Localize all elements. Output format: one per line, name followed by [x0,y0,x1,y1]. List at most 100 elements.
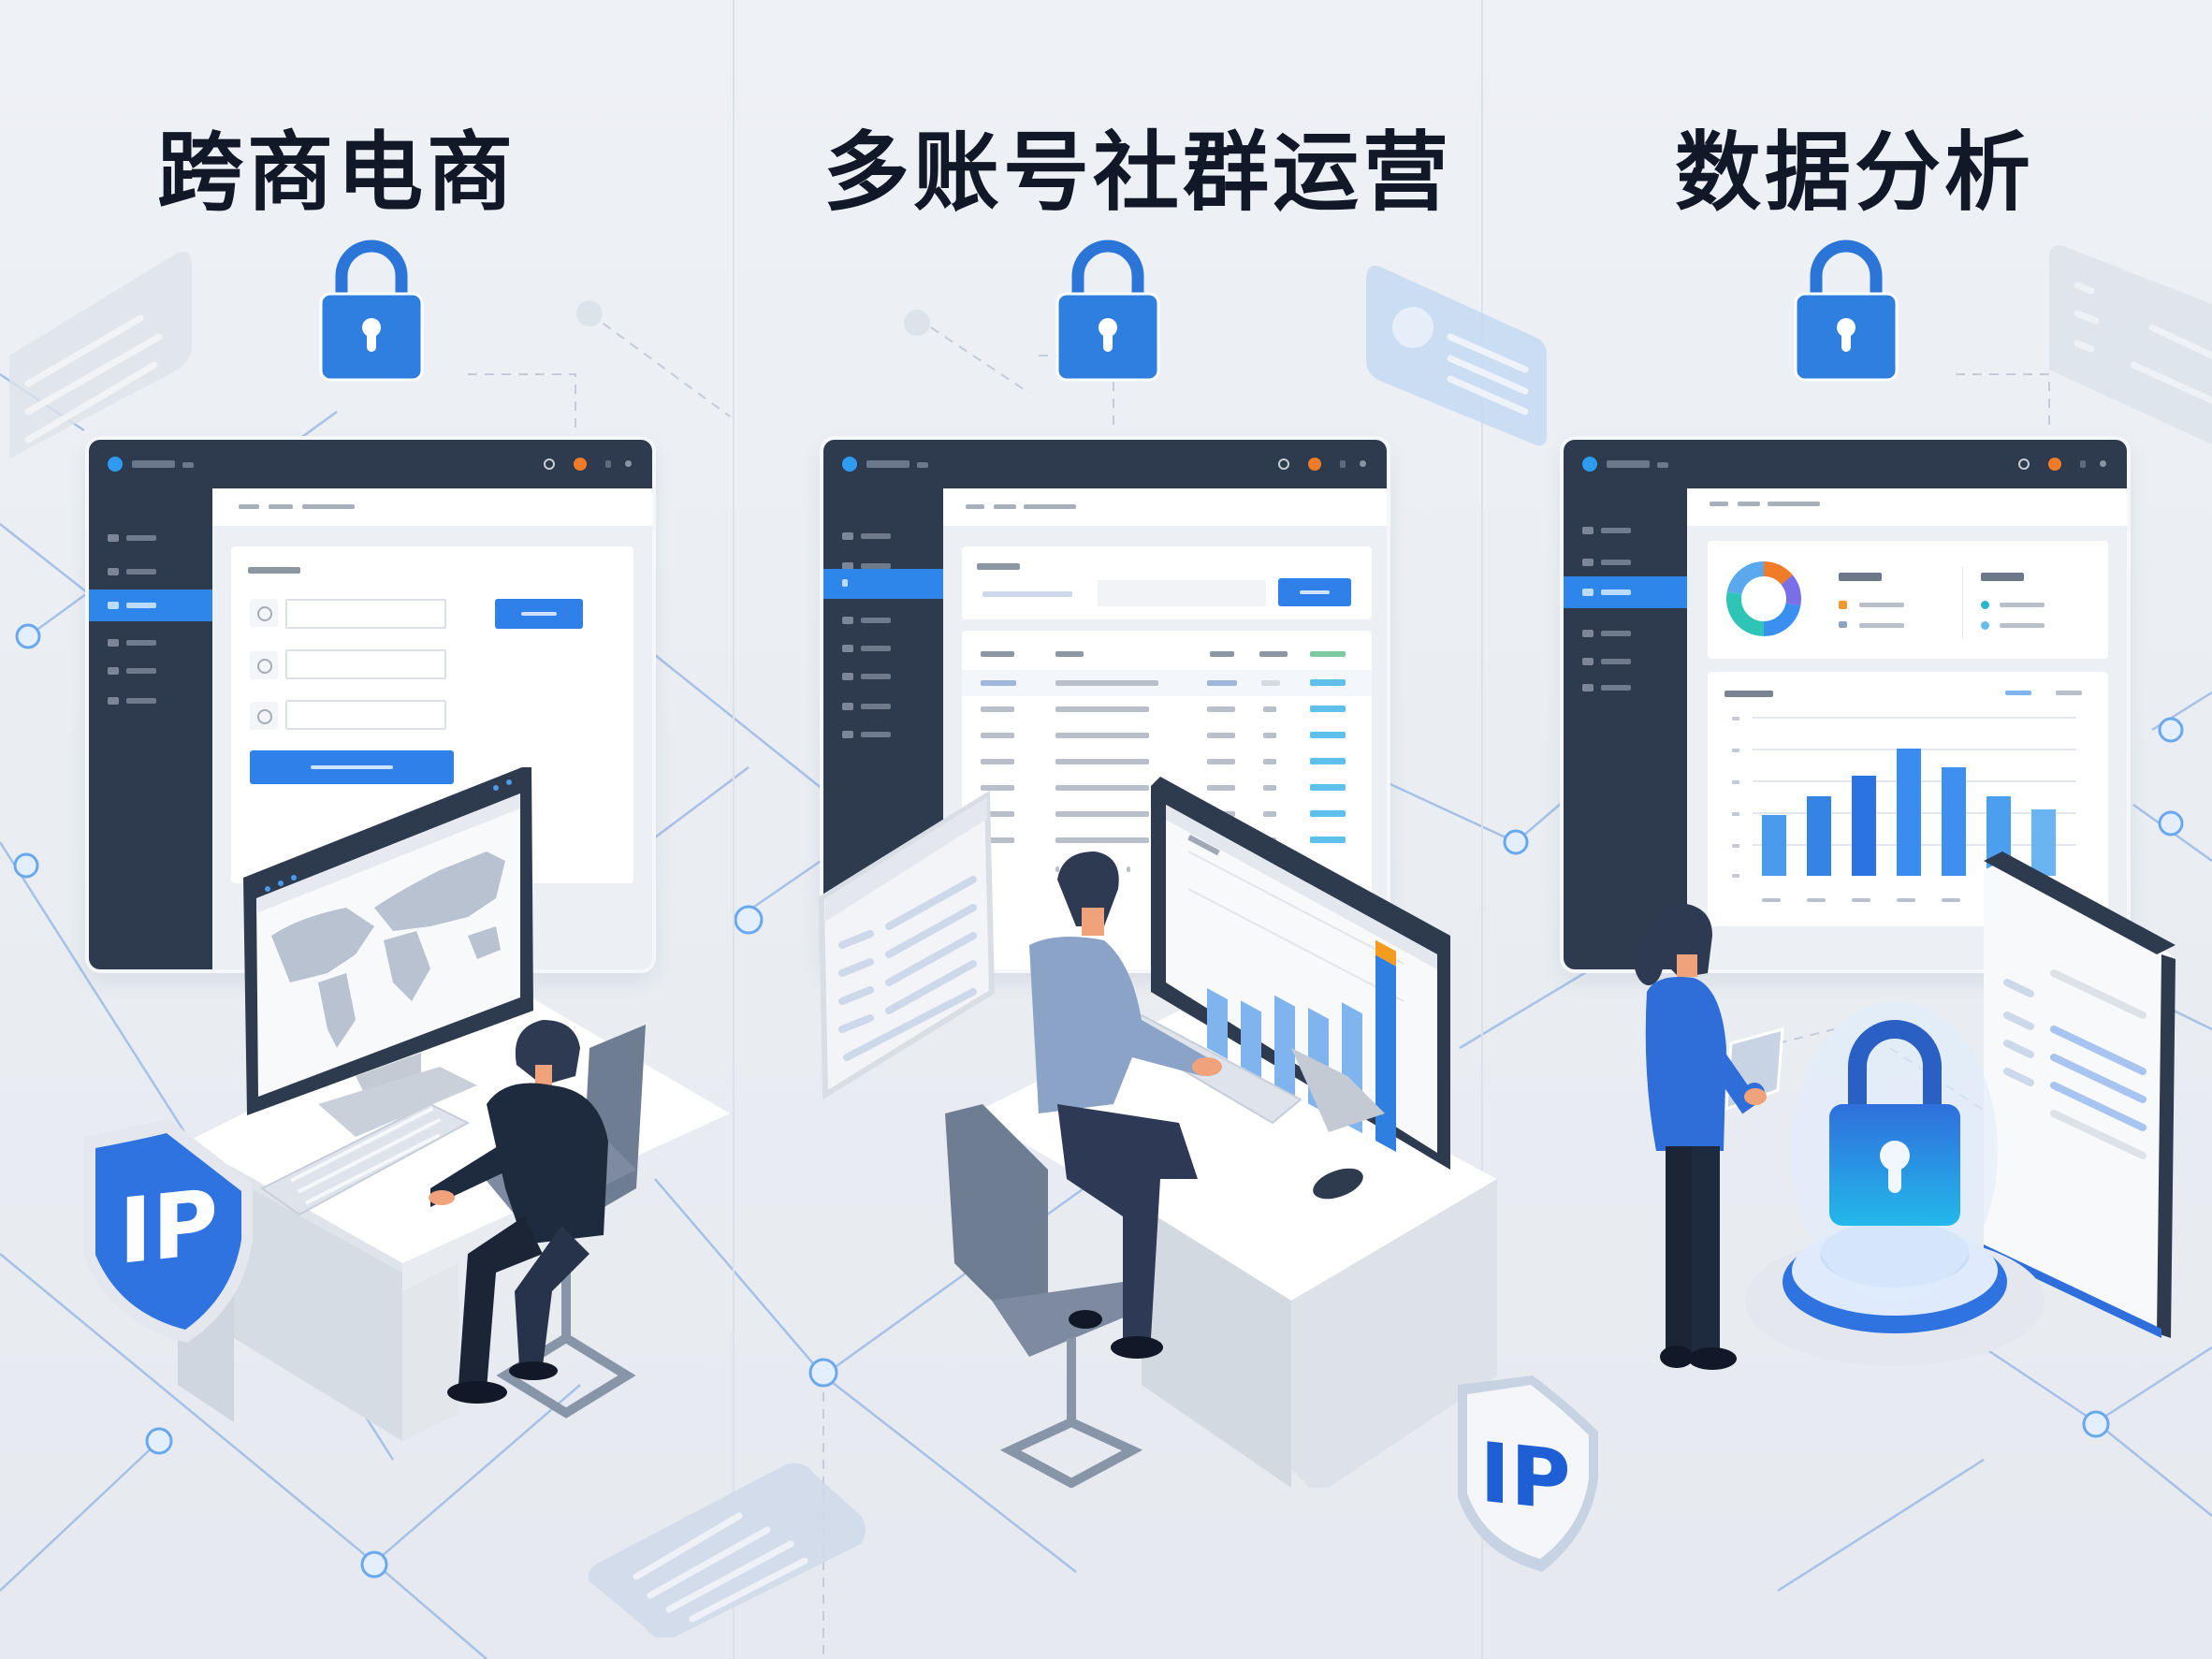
sidebar-item[interactable] [823,552,947,580]
app-logo-icon [842,457,857,472]
sidebar-label [861,704,891,709]
form-field[interactable] [285,649,446,679]
sidebar-item[interactable] [823,692,947,720]
sidebar-icon [108,697,119,705]
cell [1055,785,1149,791]
breadcrumb-item[interactable] [994,504,1016,509]
dashboard-topbar [1564,440,2127,488]
form-field[interactable] [285,599,446,629]
sidebar-icon [1582,630,1594,637]
y-tick [1732,717,1739,720]
sidebar-item-active[interactable] [1564,576,1687,608]
y-tick [1732,874,1739,878]
status-badge [1310,837,1346,843]
sidebar-icon [1582,559,1594,566]
submit-button[interactable] [250,750,454,784]
app-name [1607,460,1650,468]
sidebar-item[interactable] [1564,517,1687,545]
column-header [1259,651,1288,657]
page-link[interactable] [1055,866,1059,872]
side-action-button[interactable] [495,599,583,629]
sidebar-item[interactable] [89,524,212,552]
sidebar-item[interactable] [89,629,212,657]
table-row[interactable] [962,696,1372,722]
sidebar-label [1601,560,1631,565]
sidebar-item[interactable] [823,606,947,634]
cell [981,811,1014,817]
settings-icon[interactable] [544,458,555,470]
stat-heading [1839,573,1882,581]
app-logo-icon [108,457,123,472]
menu-icon[interactable] [1360,460,1366,467]
sidebar-item[interactable] [1564,648,1687,676]
avatar[interactable] [2048,458,2061,471]
sidebar-item[interactable] [89,687,212,715]
sidebar-icon [108,534,119,542]
sidebar-label [861,563,891,569]
chart-bar [1897,749,1921,876]
chart-bar [1852,775,1876,876]
menu-icon[interactable] [2100,460,2106,467]
table-header [962,642,1372,668]
search-label [982,591,1072,597]
sidebar-icon [842,731,853,738]
settings-icon[interactable] [1278,458,1289,470]
breadcrumb-item[interactable] [1710,502,1728,506]
page-link[interactable] [1127,866,1130,872]
breadcrumb-item[interactable] [966,504,984,509]
sidebar-icon [842,562,853,570]
sidebar-item[interactable] [89,558,212,586]
breadcrumb-item[interactable] [239,504,259,509]
avatar[interactable] [1308,458,1321,471]
sidebar-label [126,640,156,646]
menu-icon[interactable] [625,460,632,467]
avatar[interactable] [574,458,587,471]
sidebar-item[interactable] [823,522,947,550]
lock-small-icon [250,702,278,730]
breadcrumb-item[interactable] [269,504,293,509]
sidebar-label [126,569,156,575]
table-row[interactable] [962,749,1372,775]
settings-icon[interactable] [2018,458,2030,470]
sidebar-icon [108,639,119,647]
bars [1762,717,2080,876]
floating-doc-card [588,1463,866,1637]
table-row[interactable] [962,670,1372,696]
sidebar-icon [842,532,853,540]
chart-bar [1762,815,1786,876]
notification-icon[interactable] [1340,460,1346,468]
table-row[interactable] [962,775,1372,801]
legend-dot-lightblue [1981,621,1989,630]
notification-icon[interactable] [605,460,611,468]
sidebar-item[interactable] [89,657,212,685]
chart-bar [1807,796,1831,876]
cell [1263,733,1276,738]
notification-icon[interactable] [2080,460,2086,468]
sidebar-item[interactable] [823,720,947,749]
sidebar-icon [842,617,853,624]
cell [1055,759,1149,764]
sidebar-item[interactable] [1564,619,1687,648]
dashboard-topbar [89,440,652,488]
sidebar-label [1601,528,1631,533]
chart-title [1724,691,1773,697]
chart-tab[interactable] [2056,691,2082,695]
search-button[interactable] [1278,578,1351,606]
sidebar-item[interactable] [1564,674,1687,702]
chart-bar [1942,767,1966,876]
scene-data-analysis-security [1634,851,2176,1370]
sidebar-item[interactable] [1564,548,1687,576]
sidebar-item-active[interactable] [89,589,212,621]
table-row[interactable] [962,722,1372,749]
breadcrumb-item[interactable] [1738,502,1760,506]
sidebar-icon [842,579,848,587]
breadcrumb [943,488,1387,526]
sidebar-item[interactable] [823,634,947,662]
form-field[interactable] [285,700,446,730]
chart-tab-active[interactable] [2005,691,2031,695]
sidebar-item[interactable] [823,662,947,691]
search-input[interactable] [1098,580,1266,606]
cell [1207,759,1235,764]
sidebar-item-active[interactable] [823,569,947,599]
sidebar-label [861,646,891,651]
